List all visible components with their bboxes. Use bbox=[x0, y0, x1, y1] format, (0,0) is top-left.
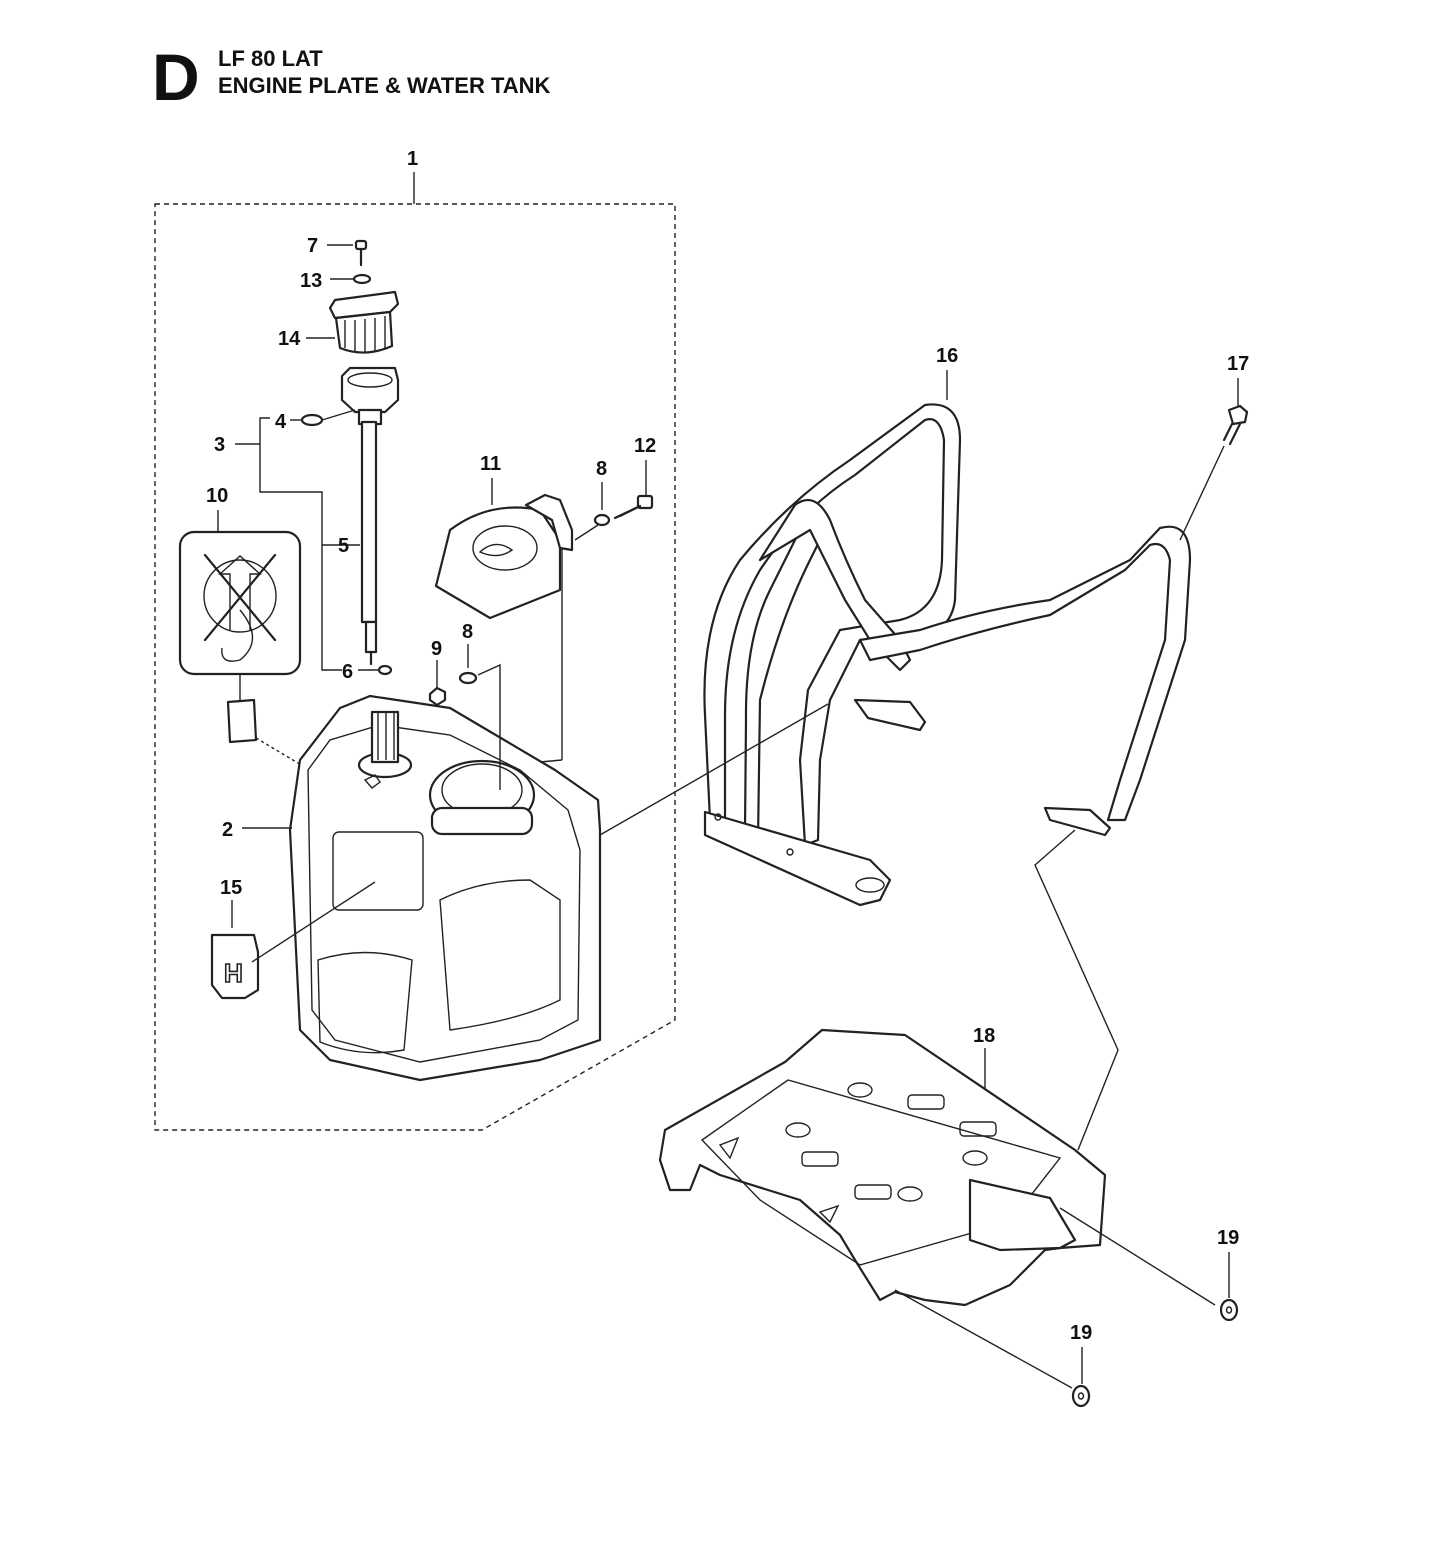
tank-cap-14 bbox=[306, 290, 400, 354]
washer-13 bbox=[330, 273, 372, 285]
dipstick-5 bbox=[360, 420, 378, 666]
callout-bracket-3 bbox=[235, 417, 342, 671]
bolt-17 bbox=[1034, 378, 1249, 1151]
callout-11: 11 bbox=[480, 453, 501, 475]
callout-16: 16 bbox=[936, 345, 958, 367]
callout-19a: 19 bbox=[1217, 1227, 1239, 1249]
screw-7 bbox=[327, 239, 368, 267]
engine-plate-18 bbox=[658, 1028, 1216, 1389]
washer-19a bbox=[1219, 1252, 1239, 1322]
svg-text:H: H bbox=[224, 958, 243, 988]
filler-neck-3 bbox=[340, 366, 400, 426]
washer-8b bbox=[458, 644, 501, 790]
callout-14: 14 bbox=[278, 328, 301, 350]
assembly-1-boundary bbox=[154, 203, 676, 1131]
section-letter: D bbox=[152, 40, 200, 114]
water-tank-2 bbox=[288, 694, 602, 1082]
callout-4: 4 bbox=[275, 411, 287, 433]
callout-13: 13 bbox=[300, 270, 322, 292]
callout-17: 17 bbox=[1227, 353, 1249, 375]
o-ring-6 bbox=[358, 664, 393, 676]
o-ring-4 bbox=[290, 409, 356, 427]
callout-8a: 8 bbox=[596, 458, 607, 480]
callout-5: 5 bbox=[338, 535, 349, 557]
callout-18: 18 bbox=[973, 1025, 995, 1047]
callout-7: 7 bbox=[307, 235, 318, 257]
callout-2: 2 bbox=[222, 819, 233, 841]
callout-1: 1 bbox=[407, 148, 418, 170]
callout-15: 15 bbox=[220, 877, 242, 899]
nut-9 bbox=[428, 660, 447, 707]
bolt-12 bbox=[613, 460, 654, 520]
callout-19b: 19 bbox=[1070, 1322, 1092, 1344]
model-name: LF 80 LAT bbox=[218, 46, 323, 71]
frame-16 bbox=[599, 370, 1192, 907]
logo-badge-15: H bbox=[210, 881, 376, 1000]
callout-3: 3 bbox=[214, 434, 225, 456]
diagram-title: ENGINE PLATE & WATER TANK bbox=[218, 73, 551, 98]
callout-6: 6 bbox=[342, 661, 353, 683]
callout-8b: 8 bbox=[462, 621, 473, 643]
callout-10: 10 bbox=[206, 485, 228, 507]
washer-8a bbox=[574, 482, 611, 541]
callout-9: 9 bbox=[431, 638, 442, 660]
cup-holder-11 bbox=[434, 478, 574, 763]
washer-19b bbox=[1071, 1347, 1091, 1408]
callout-12: 12 bbox=[634, 435, 656, 457]
warning-decal-10 bbox=[178, 510, 361, 801]
